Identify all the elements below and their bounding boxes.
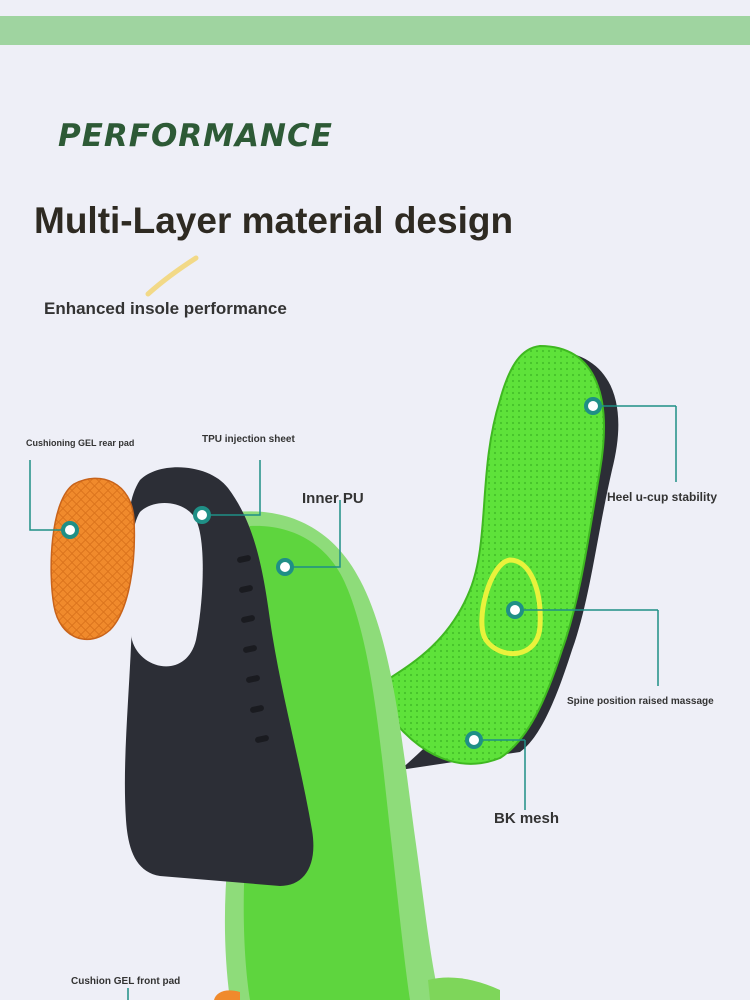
callout-leaders [29, 405, 677, 1000]
callout-cushioning-gel-rear: Cushioning GEL rear pad [26, 438, 135, 448]
gel-rear-pad [50, 477, 136, 640]
gel-front-pad [214, 990, 240, 1000]
top-color-band [0, 16, 750, 45]
callout-inner-pu: Inner PU [302, 490, 364, 507]
marker-bk-mesh [465, 731, 483, 749]
callout-bk-mesh: BK mesh [494, 810, 560, 827]
marker-spine [506, 601, 524, 619]
page-title: Multi-Layer material design [34, 200, 514, 241]
marker-inner-pu [276, 558, 294, 576]
callout-heel-cup: Heel u-cup stability [607, 490, 718, 504]
marker-gel-rear [61, 521, 79, 539]
marker-heel-cup [584, 397, 602, 415]
callout-markers [61, 397, 602, 749]
tpu-sheet-cutout [127, 502, 203, 667]
section-eyebrow: PERFORMANCE [58, 118, 333, 154]
page-subtitle: Enhanced insole performance [44, 299, 287, 318]
callout-tpu-sheet: TPU injection sheet [202, 434, 295, 445]
front-pad-edge [428, 977, 500, 1000]
marker-tpu [193, 506, 211, 524]
callout-spine-massage: Spine position raised massage [567, 696, 714, 707]
tpu-vent-slots [237, 555, 269, 743]
brush-stroke [145, 255, 199, 297]
insole-green-right [370, 344, 605, 765]
spine-massage-pad [479, 557, 543, 657]
callout-cushion-gel-front: Cushion GEL front pad [71, 976, 181, 987]
